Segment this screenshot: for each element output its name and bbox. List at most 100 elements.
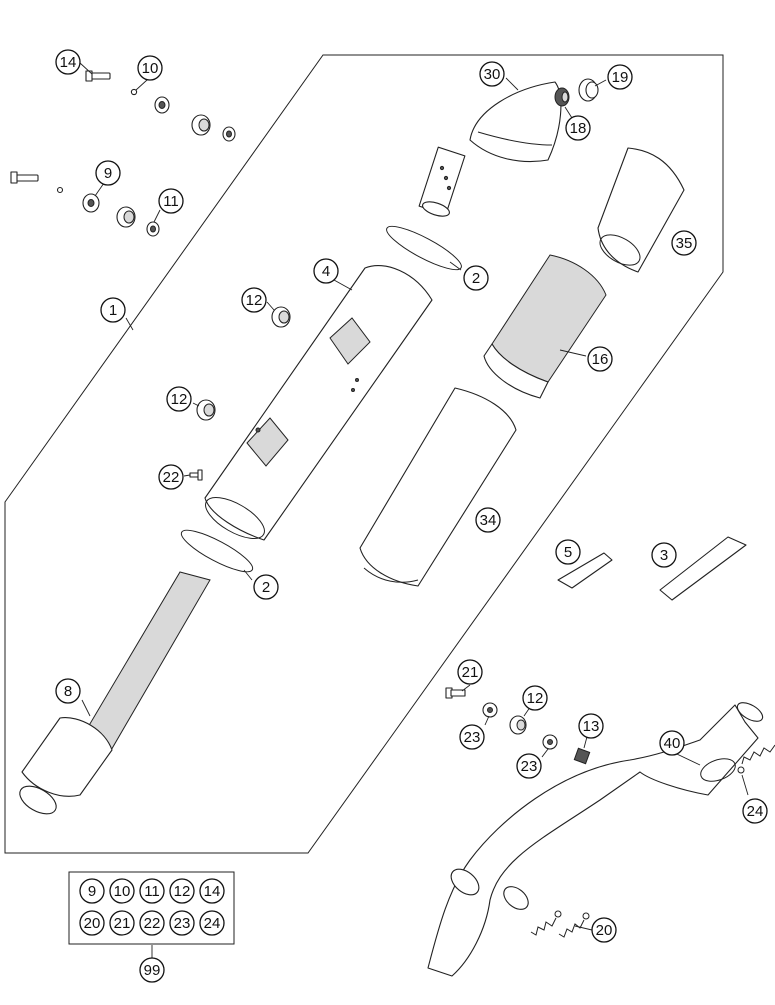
kit-callout: 11 <box>139 878 165 904</box>
kit-callout: 14 <box>199 878 225 904</box>
callout-label: 12 <box>171 391 188 408</box>
kit-callout-label: 20 <box>84 915 101 932</box>
heat-shield-3 <box>659 536 747 601</box>
kit-callout-label: 23 <box>174 915 191 932</box>
kit-callout-label: 24 <box>204 915 221 932</box>
callout-c12b: 12 <box>166 386 192 412</box>
callout-label: 18 <box>570 120 587 137</box>
callout-c35: 35 <box>671 230 697 256</box>
header-pipe-40 <box>427 702 764 977</box>
kit-callout-label: 14 <box>204 883 221 900</box>
callout-c18: 18 <box>565 115 591 141</box>
callout-label: 21 <box>462 664 479 681</box>
kit-callout-label: 11 <box>144 883 160 900</box>
callout-label: 22 <box>163 469 180 486</box>
callout-c23a: 23 <box>459 724 485 750</box>
callout-label: 11 <box>163 193 179 210</box>
kit-box: 9 10 11 12 14 20 21 22 23 24 <box>68 871 235 945</box>
o-ring-lower <box>56 186 64 194</box>
callout-label: 8 <box>64 683 72 700</box>
o-ring-10 <box>130 88 138 96</box>
callout-label: 3 <box>660 547 668 564</box>
callout-c22: 22 <box>158 464 184 490</box>
heat-shield-5 <box>557 552 613 589</box>
bolt-14-lower <box>10 171 39 184</box>
callout-label: 16 <box>592 351 609 368</box>
callout-label: 99 <box>144 962 161 979</box>
grommet-18 <box>554 87 570 107</box>
spring-24 <box>737 744 775 774</box>
callout-label: 2 <box>262 579 270 596</box>
callout-label: 12 <box>527 690 544 707</box>
callout-c3: 3 <box>651 542 677 568</box>
callout-c9a: 9 <box>95 160 121 186</box>
callout-label: 23 <box>464 729 481 746</box>
callout-c5: 5 <box>555 539 581 565</box>
callout-label: 13 <box>583 718 600 735</box>
rubber-bushing-top <box>191 114 211 136</box>
callout-label: 9 <box>104 165 112 182</box>
kit-callout-label: 9 <box>88 883 96 900</box>
bolt-14-top <box>85 70 111 82</box>
perforated-insert-16 <box>483 254 607 399</box>
callout-label: 12 <box>246 292 263 309</box>
kit-callout-label: 12 <box>174 883 191 900</box>
callout-c30: 30 <box>479 61 505 87</box>
kit-callout-label: 10 <box>114 883 131 900</box>
bushing-12-a <box>271 306 291 328</box>
bushing-12-b <box>196 399 216 421</box>
washer-top <box>154 96 170 114</box>
callout-c21: 21 <box>457 659 483 685</box>
callout-label: 35 <box>676 235 693 252</box>
washer-23-b <box>542 734 558 750</box>
callout-label: 1 <box>109 302 117 319</box>
rubber-bushing-lower <box>116 206 136 228</box>
callout-c11a: 11 <box>158 188 184 214</box>
callout-label: 4 <box>322 263 330 280</box>
gasket-2-upper <box>386 225 462 271</box>
washer-23-a <box>482 702 498 718</box>
callout-label: 10 <box>142 60 159 77</box>
callout-label: 23 <box>521 758 538 775</box>
callout-label: 30 <box>484 66 501 83</box>
kit-callout: 9 <box>79 878 105 904</box>
callout-c16: 16 <box>587 346 613 372</box>
kit-callout: 23 <box>169 910 195 936</box>
callout-c24: 24 <box>742 798 768 824</box>
kit-callout: 10 <box>109 878 135 904</box>
kit-callout: 12 <box>169 878 195 904</box>
callout-label: 2 <box>472 270 480 287</box>
kit-callout-label: 21 <box>114 915 131 932</box>
bolt-21 <box>445 687 466 699</box>
callout-c34: 34 <box>475 507 501 533</box>
callout-c8: 8 <box>55 678 81 704</box>
callout-c13: 13 <box>578 713 604 739</box>
kit-callout: 21 <box>109 910 135 936</box>
callout-c2b: 2 <box>253 574 279 600</box>
kit-callout: 24 <box>199 910 225 936</box>
callout-c10a: 10 <box>137 55 163 81</box>
perforated-tube-8 <box>19 571 211 815</box>
callout-c1: 1 <box>100 297 126 323</box>
spring-20-b <box>558 912 590 938</box>
clip-nut-13 <box>573 747 591 765</box>
callout-c40: 40 <box>659 730 685 756</box>
bushing-12-c <box>509 715 527 735</box>
callout-label: 40 <box>664 735 681 752</box>
callout-c99: 99 <box>139 957 165 983</box>
callout-c23b: 23 <box>516 753 542 779</box>
nut-top <box>222 126 236 142</box>
callout-c4: 4 <box>313 258 339 284</box>
callout-label: 19 <box>612 69 629 86</box>
sleeve-19 <box>578 78 599 102</box>
callout-c12a: 12 <box>241 287 267 313</box>
nut-11 <box>146 221 160 237</box>
outer-sleeve-35 <box>597 147 685 273</box>
end-cap-30 <box>418 81 562 217</box>
kit-callout-label: 22 <box>144 915 161 932</box>
gasket-2-lower <box>180 529 254 573</box>
rivet-22 <box>189 469 203 481</box>
assembly-outline <box>4 54 724 854</box>
